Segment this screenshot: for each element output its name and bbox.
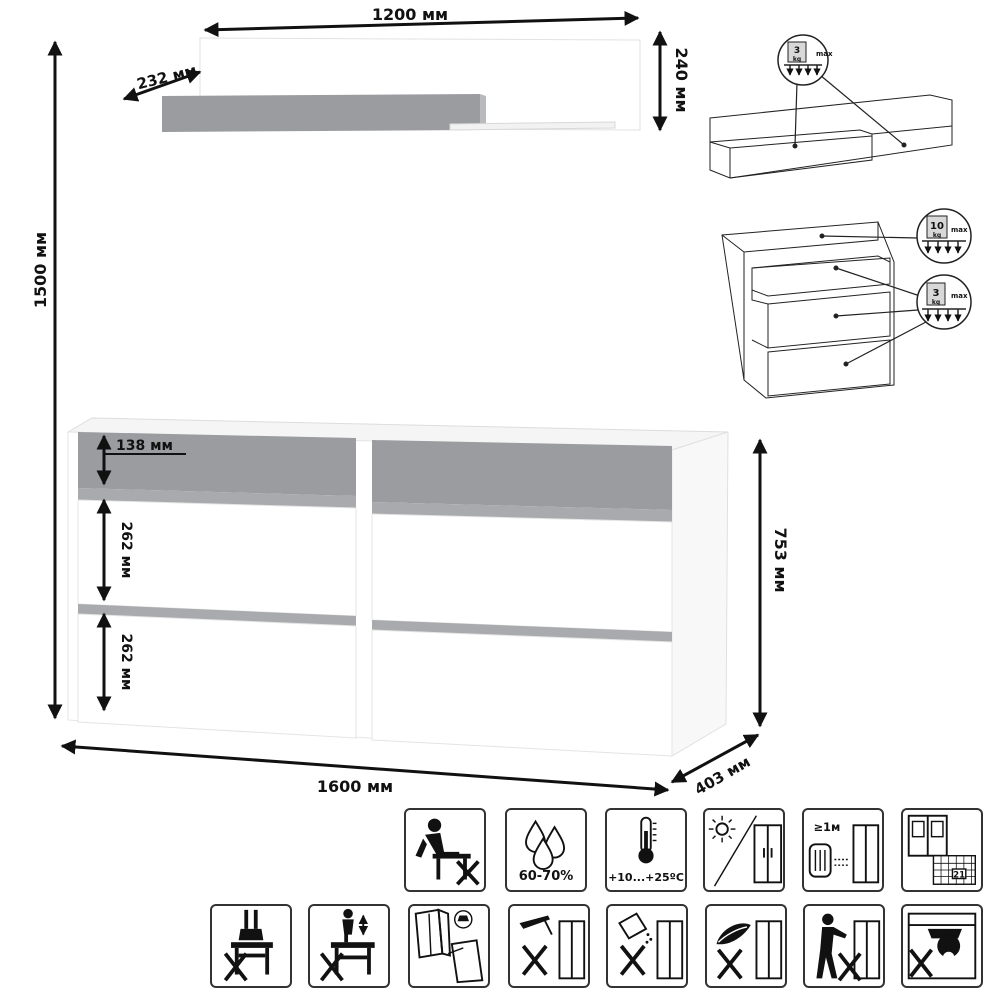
shelf-load-weight: 3 <box>794 46 800 56</box>
dresser-top-load-badge: 10 kg max <box>916 208 972 264</box>
dresser-leader-1 <box>835 267 921 297</box>
acclimatize-icon: 21 <box>901 808 983 892</box>
total-height-label: 1500 мм <box>31 232 50 308</box>
no-hanging-icon <box>210 904 292 988</box>
calendar-day: 21 <box>953 871 965 881</box>
dresser-height-label: 753 мм <box>771 527 790 592</box>
humidity-icon: 60-70% <box>505 808 587 892</box>
drawer-mid-label: 262 мм <box>118 522 134 579</box>
humidity-caption: 60-70% <box>518 869 574 884</box>
temperature-caption: +10...+25ºC <box>608 871 684 884</box>
dresser-leader-2 <box>835 309 919 317</box>
dresser-drawer-load-badge: 3 kg max <box>916 274 972 330</box>
no-sharp-objects-icon <box>508 904 590 988</box>
dresser-width-label: 1600 мм <box>317 777 393 796</box>
heater-distance-icon: ≥1м <box>802 808 884 892</box>
dresser-top-load-unit: kg <box>933 232 941 239</box>
heater-distance-caption: ≥1м <box>814 820 841 834</box>
dresser <box>66 417 729 757</box>
shelf-depth-arrow <box>122 69 202 102</box>
dresser-drawer-load-weight: 3 <box>933 288 940 299</box>
shelf-load-drawing <box>709 94 953 179</box>
dresser-width-arrow <box>60 739 670 797</box>
shelf-load-unit: kg <box>793 56 801 63</box>
dresser-depth-arrow <box>670 733 760 784</box>
shelf-load-max: max <box>816 50 833 58</box>
no-liquids-icon <box>606 904 688 988</box>
dresser-load-drawing <box>721 221 895 399</box>
shelf-width-arrow <box>203 10 640 38</box>
dresser-top-load-max: max <box>951 226 968 234</box>
dresser-leader-3 <box>845 321 927 365</box>
shelf-width-label: 1200 мм <box>372 5 448 24</box>
shelf-height-label: 240 мм <box>672 47 691 112</box>
wall-shelf <box>162 37 641 132</box>
no-abrasive-cleaning-icon <box>705 904 787 988</box>
shelf-load-badge: 3 kg max <box>777 34 833 86</box>
no-sitting-icon <box>404 808 486 892</box>
no-standing-icon <box>308 904 390 988</box>
drawer-bottom-label: 262 мм <box>118 634 134 691</box>
temperature-icon: +10...+25ºC <box>605 808 687 892</box>
dresser-top-leader <box>821 235 919 239</box>
shelf-leader-1 <box>794 81 798 147</box>
no-heavy-loads-icon <box>901 904 983 988</box>
dresser-drawer-load-unit: kg <box>932 299 940 306</box>
no-pushing-icon <box>803 904 885 988</box>
shelf-leader-2 <box>819 74 905 146</box>
dresser-drawer-load-max: max <box>951 292 968 300</box>
dresser-depth-label: 403 мм <box>692 753 754 799</box>
tip-over-warning-icon <box>408 904 490 988</box>
drawer-top-label: 138 мм <box>116 438 173 454</box>
no-direct-sunlight-icon <box>703 808 785 892</box>
shelf-depth-label: 232 мм <box>135 61 199 93</box>
dresser-top-load-weight: 10 <box>930 221 944 232</box>
